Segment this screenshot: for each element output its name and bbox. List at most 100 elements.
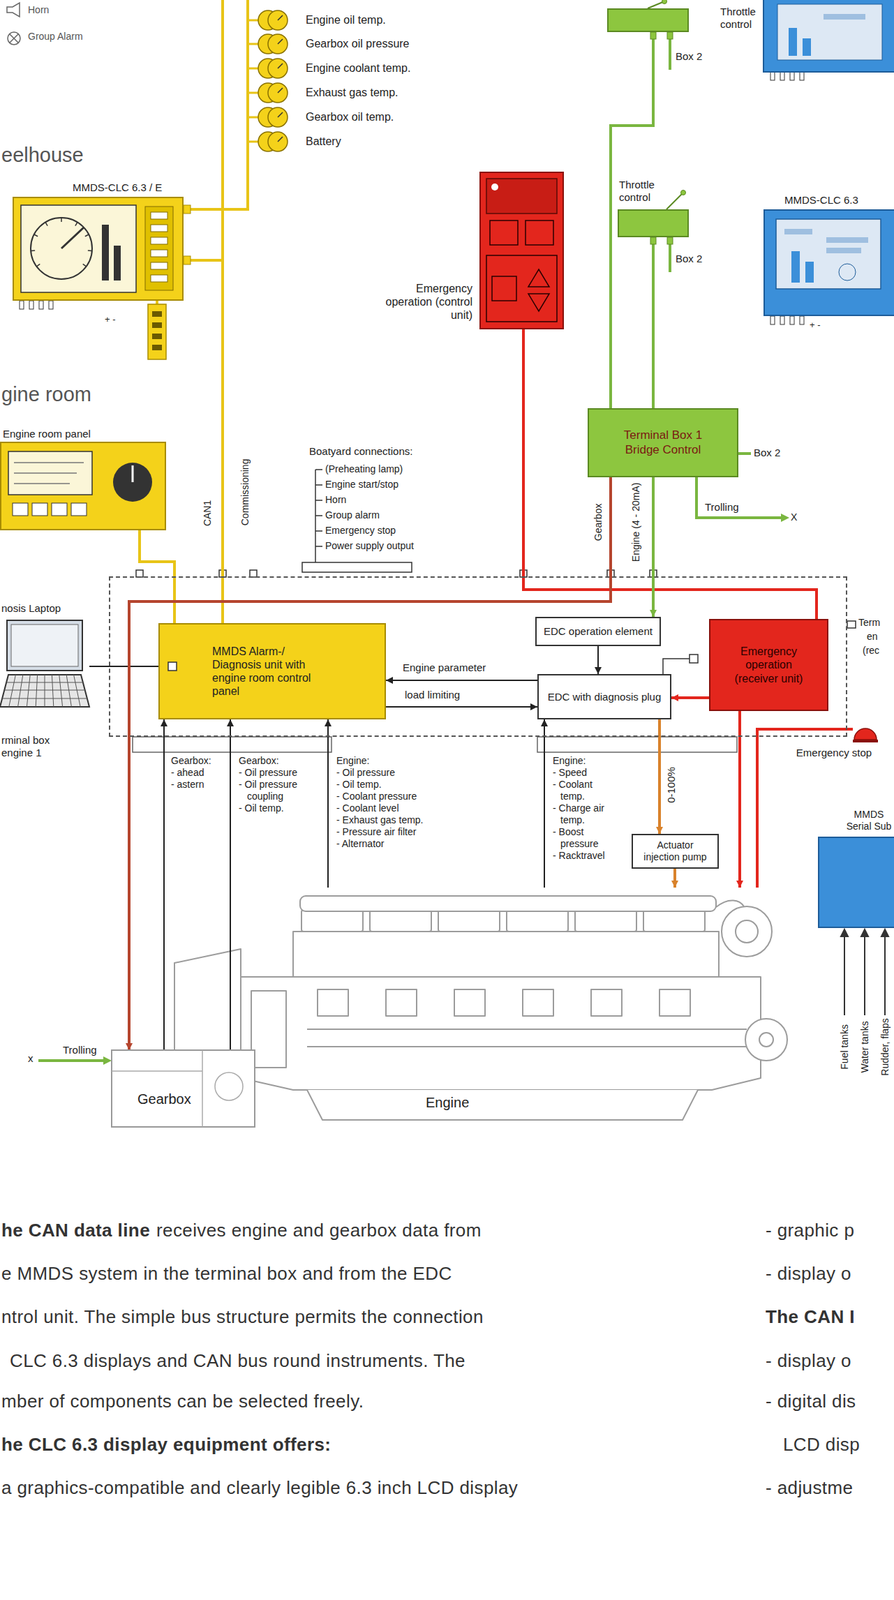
laptop-drawing [44,674,46,707]
annotation-label: Gearbox oil temp. [305,110,394,124]
annotation-label: Trolling [704,501,740,514]
connector [163,719,165,1051]
device-heading: Emergency stop [788,746,880,760]
device-heading: MMDS-CLC 6.3 / E [72,181,192,195]
clcE-drawing [87,249,93,252]
display-pins [790,71,795,81]
text-line: - display o [765,1263,852,1285]
alarm-strip [152,333,162,340]
clcE-drawing [85,234,89,237]
boatyard-bracket [315,469,323,563]
connector [129,477,611,1051]
annotation-label: - Pressure air filter [336,826,416,839]
emerg-drawing [486,178,557,214]
annotation-label: Engine: [552,755,586,767]
alarm-strip [152,344,162,351]
engine-illustration [385,989,417,1017]
engine-room-panel: Engine room panel [0,441,167,531]
engine-illustration [454,989,486,1017]
clcE-drawing [183,256,191,265]
emerg-drawing [525,220,554,245]
text-line: he CAN data line [1,1219,151,1242]
clcE-drawing [150,274,168,282]
blue-display-top [763,0,894,72]
node-label: EDC with diagnosis plug [547,690,662,704]
device-heading: Gearbox [135,1090,194,1108]
connector [327,719,329,888]
gearbox-drawing [111,1050,203,1128]
annotation-label: - Racktravel [552,850,606,862]
laptop-drawing [26,674,31,707]
tank-inputs [840,929,889,1016]
node-label: Emergency operation (receiver unit) [725,644,813,686]
annotation-label: Box 2 [675,50,703,63]
text-line: - graphic p [765,1219,855,1242]
horn-icons [9,34,19,43]
panel-drawing [131,465,134,483]
panel-drawing [51,503,67,516]
green-wires [738,452,751,456]
clcE-drawing [30,249,35,252]
tank-inputs [840,929,889,937]
laptop-drawing [59,674,63,707]
emerg-drawing [491,183,499,191]
laptop-drawing [73,674,81,707]
mmds-drawing [158,623,386,720]
engine-illustration [759,1032,774,1047]
annotation-label: Battery [305,134,342,148]
laptop-drawing [0,674,90,707]
vertical-label: Rudder, flaps [878,1018,891,1077]
annotation-label: Horn [27,4,49,17]
emerg-drawing [528,293,550,312]
panel-drawing [12,503,28,516]
clcE-drawing [150,212,168,220]
annotation-label: Engine coolant temp. [305,61,411,75]
display-pins [29,300,34,310]
throttle-drawing [607,8,689,33]
node-label: EDC operation element [543,625,653,638]
annotation-label: - Charge air [552,802,605,815]
emerg-drawing [492,276,517,301]
throttle-drawing [650,32,657,40]
process-box: EDC operation element [535,616,661,647]
vertical-label: Fuel tanks [838,1024,851,1070]
annotation-label: Gearbox: [170,755,212,767]
process-box: Actuator injection pump [631,833,719,869]
engine-illustration [240,977,761,1091]
connector [671,696,710,700]
annotation-label: Gearbox: [238,755,280,767]
annotation-label: - Oil temp. [238,802,285,815]
connector [738,711,742,888]
display-pins [780,316,785,325]
clcE-drawing [113,245,121,281]
connector [651,237,655,409]
green-wires [696,477,782,518]
throttle2-drawing [681,190,687,196]
engine: Engine [174,887,781,1128]
alarm-diagnosis-unit: MMDS Alarm-/ Diagnosis unit with engine … [158,623,386,720]
engine-illustration [251,991,287,1068]
display-pins [780,71,785,81]
annotation-label: temp. [560,814,585,827]
sensor-bars [537,736,737,753]
engine-illustration [745,1018,788,1061]
engine-illustration [438,910,500,932]
engine-illustration [659,989,691,1017]
emerg-drawing [486,255,557,322]
annotation-label: - Oil pressure [238,766,298,779]
annotation-label: Box 2 [753,446,781,460]
clcE-drawing [150,237,168,245]
display-pins [48,300,54,310]
engine-illustration [369,910,432,932]
display-pins [799,316,804,325]
node-label: Terminal Box 1 Bridge Control [607,428,719,458]
annotation-label: - Oil pressure [336,766,396,779]
clcE-drawing [20,205,137,293]
gearbox-drawing [111,1050,255,1128]
annotation-label: Engine oil temp. [305,13,386,27]
annotation-label: Gearbox oil pressure [305,36,410,51]
clcE-drawing [34,234,38,237]
connector [89,665,159,668]
engine-illustration [591,989,622,1017]
